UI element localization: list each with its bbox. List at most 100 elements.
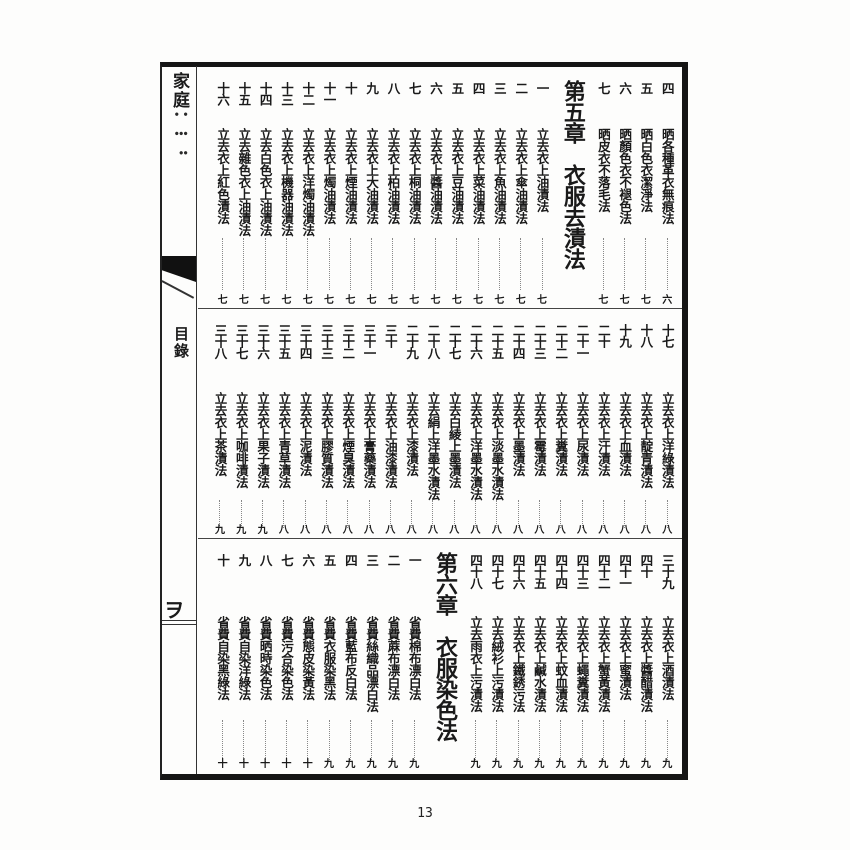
toc-entry[interactable]: 十六立去衣上紅色漬法七 xyxy=(212,68,233,308)
toc-entry[interactable]: 三十立去衣上油漆漬法八 xyxy=(380,310,401,538)
toc-entry[interactable]: 四十七立去絨衫上污漬法九 xyxy=(486,540,507,772)
toc-entry[interactable]: 二十立去衣上汗漬法八 xyxy=(593,310,614,538)
toc-entry[interactable]: 八立去衣上柏油漬法七 xyxy=(382,68,403,308)
leader-dots xyxy=(285,238,287,290)
toc-entry[interactable]: 二省費蔴布漂白法九 xyxy=(382,540,403,772)
entry-page: 七 xyxy=(260,295,271,306)
entry-number: 八 xyxy=(385,82,401,94)
entry-page: 七 xyxy=(598,295,609,306)
toc-entry[interactable]: 二十四立去衣上墨漬法八 xyxy=(508,310,529,538)
toc-entry[interactable]: 四十八立去雨衣上污漬法九 xyxy=(465,540,486,772)
leader-dots xyxy=(411,500,413,528)
entry-page: 十 xyxy=(217,759,228,770)
entry-number: 五 xyxy=(321,554,337,566)
toc-entry[interactable]: 四十三立去衣上蠅糞漬法九 xyxy=(572,540,593,772)
toc-entry[interactable]: 二十九立去衣上漆漬法八 xyxy=(401,310,422,538)
toc-entry[interactable]: 四十二立去衣上蟹黃漬法九 xyxy=(593,540,614,772)
leader-dots xyxy=(645,238,647,290)
entry-title: 立去衣上果子漬法 xyxy=(255,392,271,488)
toc-entry[interactable]: 三十三立去衣上膠質漬法八 xyxy=(316,310,337,538)
toc-entry[interactable]: 一省費棉布漂白法九 xyxy=(404,540,425,772)
entry-number: 七 xyxy=(595,82,611,94)
leader-dots xyxy=(222,238,224,290)
toc-entry[interactable]: 十三立去衣上機器油漬法七 xyxy=(276,68,297,308)
entry-page: 八 xyxy=(300,525,311,536)
toc-entry[interactable]: 七省費污合染色法十 xyxy=(276,540,297,772)
entry-title: 省費藍布反白法 xyxy=(342,616,358,700)
toc-entry[interactable]: 四十五立去衣上鹹水漬法九 xyxy=(529,540,550,772)
toc-entry[interactable]: 十四立去白色衣上油漬法七 xyxy=(255,68,276,308)
entry-title: 立去衣上青草漬法 xyxy=(276,392,292,488)
leader-dots xyxy=(538,720,540,762)
toc-entry[interactable]: 三十二立去衣上煙臭漬法八 xyxy=(337,310,358,538)
toc-entry[interactable]: 二十一立去衣上尿漬法八 xyxy=(572,310,593,538)
toc-entry[interactable]: 七晒皮衣不落毛法七 xyxy=(593,68,614,308)
toc-entry[interactable]: 五晒白色衣潔淨法七 xyxy=(635,68,656,308)
toc-entry[interactable]: 二立去衣上傘油漬法七 xyxy=(510,68,531,308)
section-label: 目錄 xyxy=(172,326,190,360)
toc-entry[interactable]: 七立去衣上桐油漬法七 xyxy=(404,68,425,308)
entry-page: 七 xyxy=(409,295,420,306)
toc-entry[interactable]: 二十六立去衣上洋墨水漬法八 xyxy=(465,310,486,538)
toc-entry[interactable]: 十一立去衣上燭油漬法七 xyxy=(319,68,340,308)
entry-page: 九 xyxy=(324,759,335,770)
toc-entry[interactable]: 三立去衣上魚油漬法七 xyxy=(489,68,510,308)
toc-entry[interactable]: 四十六立去衣上鐵銹污法九 xyxy=(508,540,529,772)
toc-entry[interactable]: 十九立去衣上血漬法八 xyxy=(614,310,635,538)
toc-entry[interactable]: 三十九立去衣上酒漬法九 xyxy=(657,540,678,772)
toc-entry[interactable]: 三十六立去衣上果子漬法九 xyxy=(252,310,273,538)
toc-entry[interactable]: 五省費衣服染黑法九 xyxy=(319,540,340,772)
entry-number: 六 xyxy=(300,554,316,566)
toc-entry[interactable]: 四晒各種革衣無痕法六 xyxy=(657,68,678,308)
toc-entry[interactable]: 十省費自染黑綠法十 xyxy=(212,540,233,772)
entry-page: 十 xyxy=(302,759,313,770)
toc-entry[interactable]: 三十四立去衣上泥漬法八 xyxy=(295,310,316,538)
entry-title: 省費污合染色法 xyxy=(278,616,294,700)
toc-entry[interactable]: 二十七立去白綾上墨漬法八 xyxy=(444,310,465,538)
toc-entry[interactable]: 三十五立去衣上青草漬法八 xyxy=(273,310,294,538)
toc-entry[interactable]: 九立去衣上大油漬法七 xyxy=(361,68,382,308)
leader-dots xyxy=(560,500,562,528)
toc-entry[interactable]: 三十一立去衣上膏藥漬法八 xyxy=(359,310,380,538)
toc-entry[interactable]: 三十八立去衣上茶漬法九 xyxy=(209,310,230,538)
entry-page: 九 xyxy=(345,759,356,770)
toc-entry[interactable]: 十七立去衣上洋綠漬法八 xyxy=(657,310,678,538)
toc-entry[interactable]: 十二立去衣上洋燭油漬法七 xyxy=(297,68,318,308)
entry-page: 八 xyxy=(427,525,438,536)
toc-entry[interactable]: 二十二立去衣上糞漬法八 xyxy=(550,310,571,538)
entry-title: 立去雜色衣上油漬法 xyxy=(236,128,252,236)
toc-columns: 十七立去衣上洋綠漬法八十八立去衣上靛青漬法八十九立去衣上血漬法八二十立去衣上汗漬… xyxy=(209,310,678,538)
toc-entry[interactable]: 五立去衣上豆油漬法七 xyxy=(446,68,467,308)
toc-entry[interactable]: 十立去衣上煙油漬法七 xyxy=(340,68,361,308)
entry-title: 立去衣上醬油漬法 xyxy=(428,128,444,224)
toc-entry[interactable]: 四十一立去衣上蜜漬法九 xyxy=(614,540,635,772)
toc-entry[interactable]: 十五立去雜色衣上油漬法七 xyxy=(233,68,254,308)
toc-entry[interactable]: 四十立去衣上醬醋漬法九 xyxy=(635,540,656,772)
entry-title: 立去衣上洋墨水漬法 xyxy=(468,392,484,500)
toc-entry[interactable]: 六省費態皮染黃法十 xyxy=(297,540,318,772)
toc-entry[interactable]: 九省費自染洋綠法十 xyxy=(233,540,254,772)
leader-dots xyxy=(328,720,330,762)
toc-entry[interactable]: 四省費藍布反白法九 xyxy=(340,540,361,772)
page-number: 13 xyxy=(417,806,433,821)
entry-title: 立去衣上蟹黃漬法 xyxy=(595,616,611,712)
toc-entry[interactable]: 二十八立去絹上洋墨水漬法八 xyxy=(422,310,443,538)
entry-number: 十六 xyxy=(215,82,231,105)
toc-entry[interactable]: 六立去衣上醬油漬法七 xyxy=(425,68,446,308)
toc-entry[interactable]: 二十三立去衣上霉漬法八 xyxy=(529,310,550,538)
entry-number: 十九 xyxy=(617,324,633,347)
entry-title: 立去衣上蠅糞漬法 xyxy=(574,616,590,712)
entry-page: 九 xyxy=(598,759,609,770)
toc-entry[interactable]: 三十七立去衣上咖啡漬法九 xyxy=(231,310,252,538)
toc-entry[interactable]: 六晒顏色衣不褪色法七 xyxy=(614,68,635,308)
leader-dots xyxy=(496,500,498,528)
toc-entry[interactable]: 二十五立去衣上淡墨水漬法八 xyxy=(486,310,507,538)
entry-title: 立去衣上墨漬法 xyxy=(510,392,526,476)
entry-page: 八 xyxy=(577,525,588,536)
toc-entry[interactable]: 四立去衣上菜油漬法七 xyxy=(468,68,489,308)
toc-entry[interactable]: 一立去衣上油漬法七 xyxy=(532,68,553,308)
toc-entry[interactable]: 八省費晒時染色法十 xyxy=(255,540,276,772)
toc-entry[interactable]: 十八立去衣上靛青漬法八 xyxy=(635,310,656,538)
toc-entry[interactable]: 四十四立去衣上蚊血漬法九 xyxy=(550,540,571,772)
toc-entry[interactable]: 三省費絲織品漂白法九 xyxy=(361,540,382,772)
